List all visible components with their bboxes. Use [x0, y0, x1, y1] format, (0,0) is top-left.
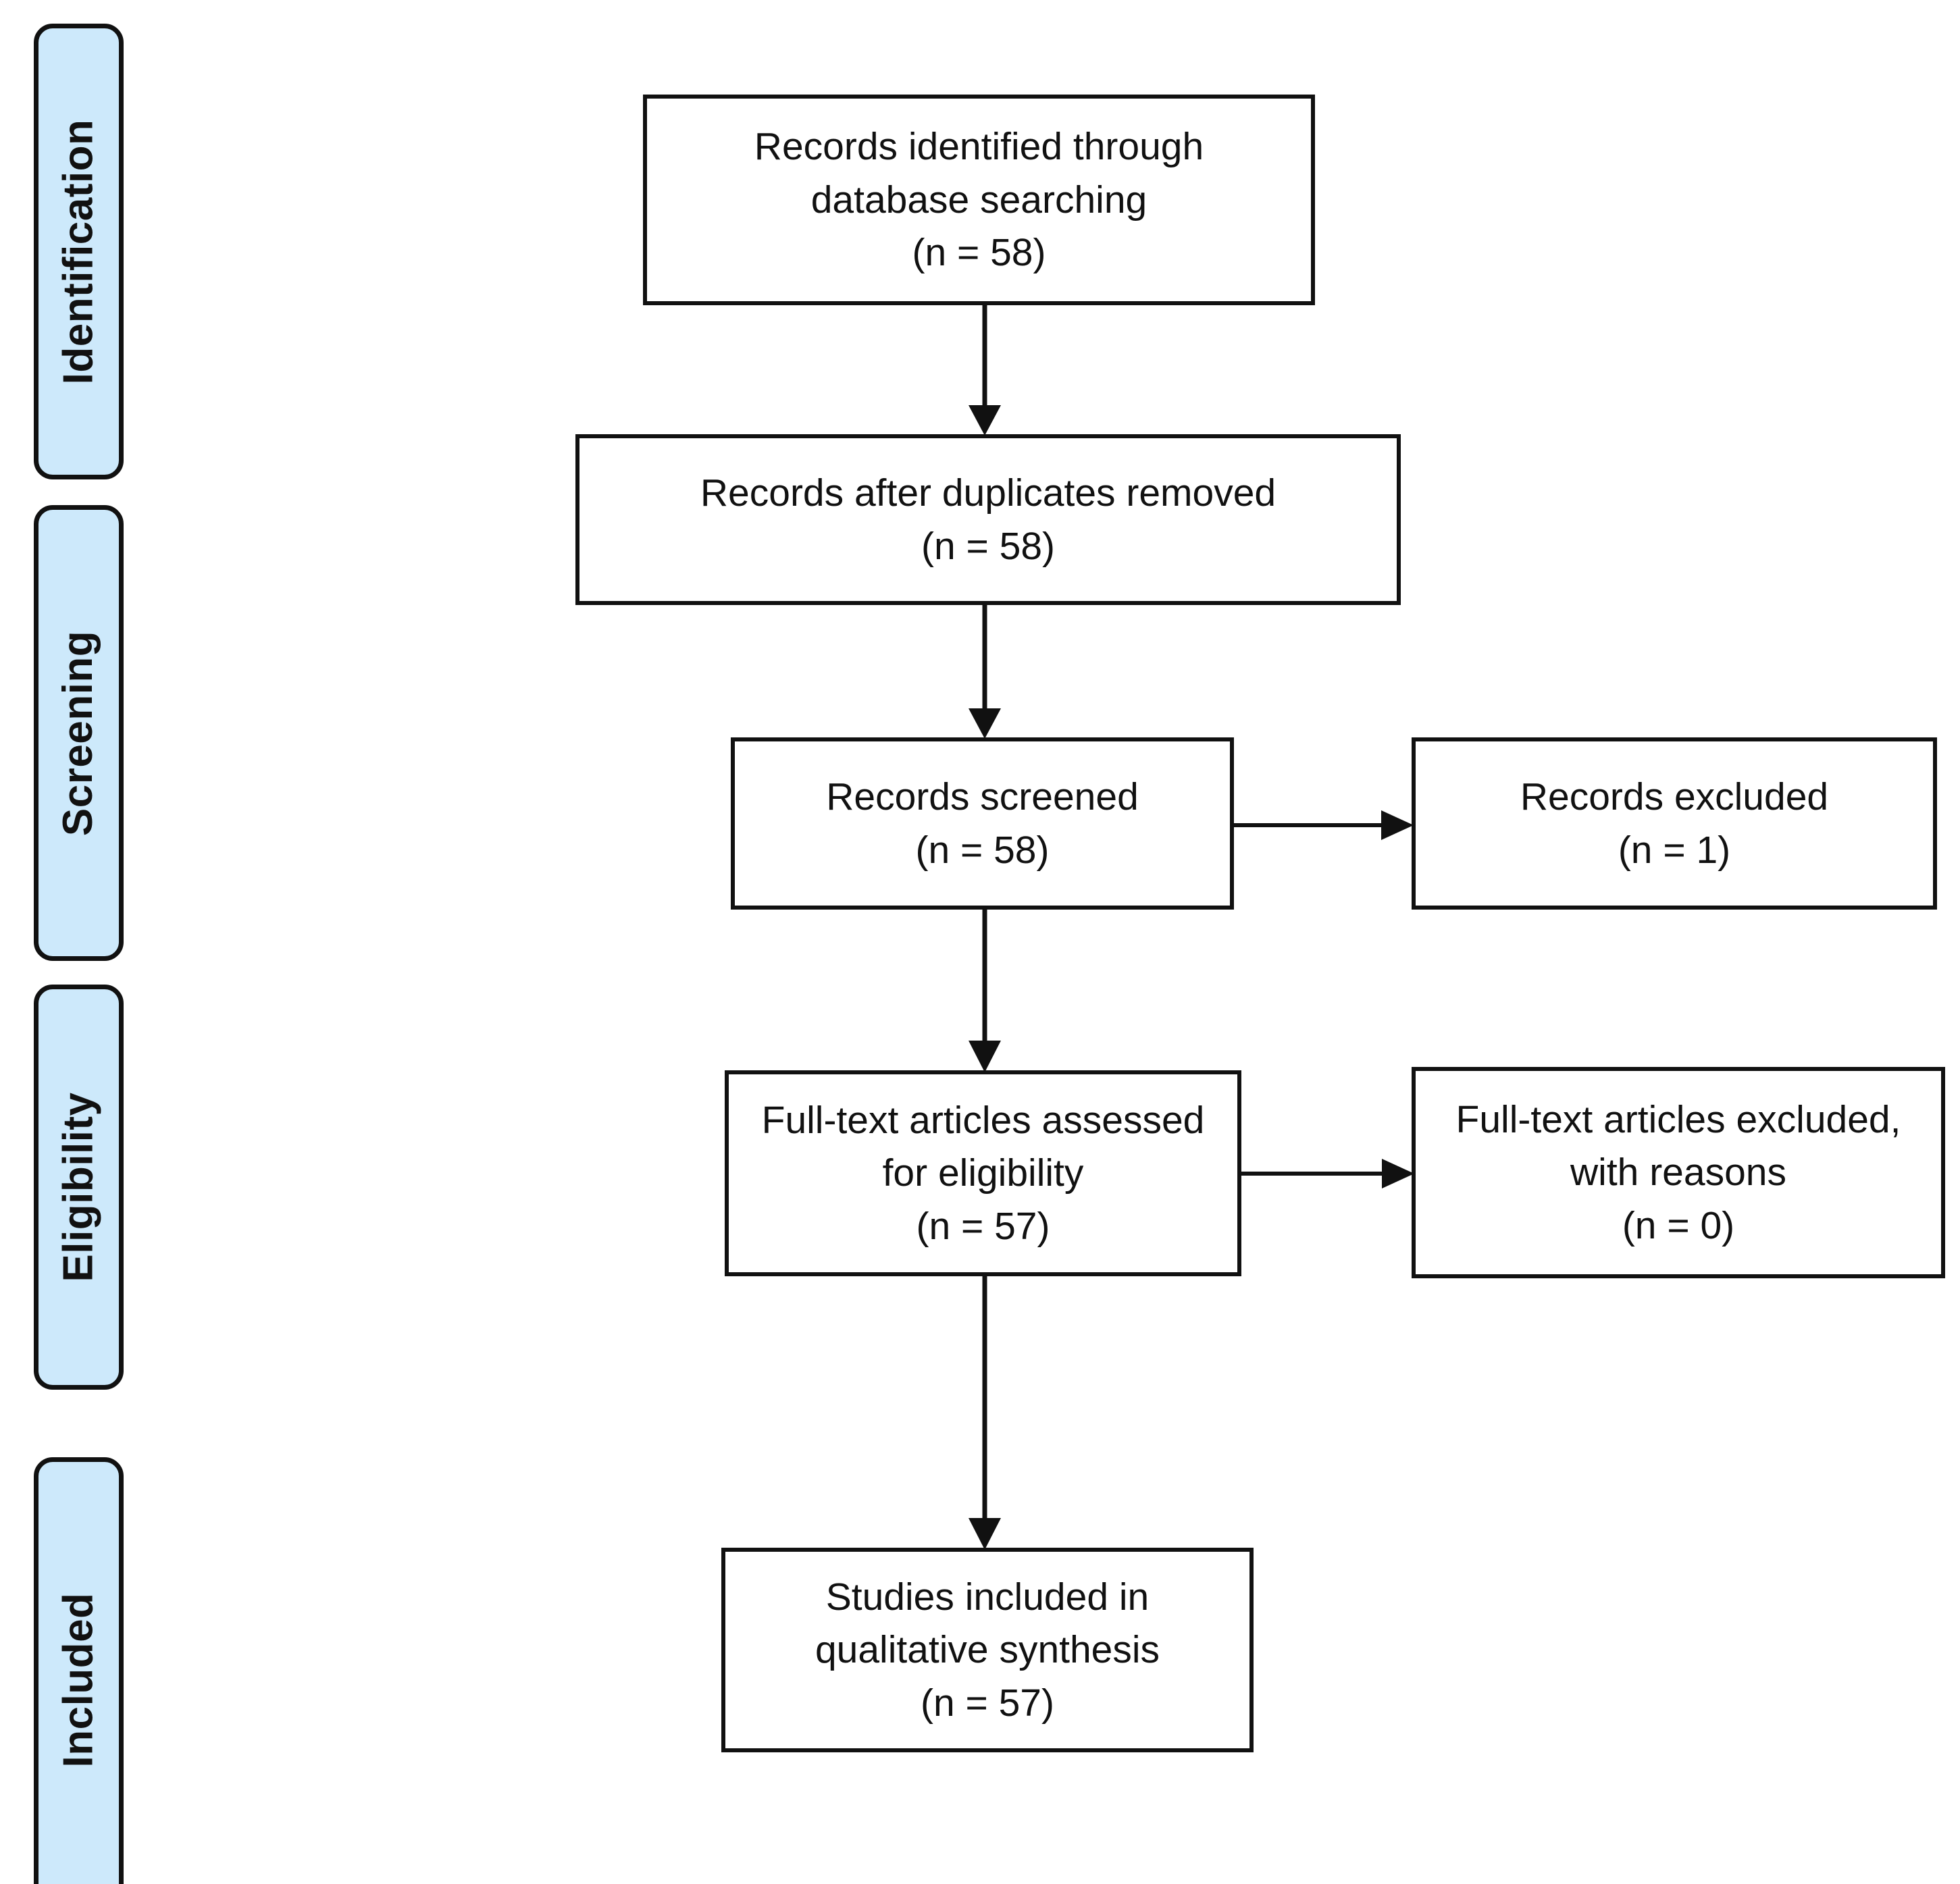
- node-records-screened-label: Records screened (n = 58): [826, 775, 1139, 872]
- node-records-identified: Records identified through database sear…: [643, 95, 1315, 305]
- stage-included-label: Included: [55, 1592, 102, 1768]
- stage-eligibility-label: Eligibility: [55, 1092, 102, 1282]
- stage-screening-label: Screening: [55, 630, 102, 836]
- arrow-identified-to-duplicates: [964, 304, 1005, 436]
- node-records-excluded: Records excluded (n = 1): [1412, 737, 1937, 910]
- node-studies-included: Studies included in qualitative synthesi…: [721, 1548, 1254, 1752]
- arrow-screened-to-excluded: [1231, 805, 1415, 845]
- node-fulltext-excluded: Full-text articles excluded, with reason…: [1412, 1067, 1945, 1278]
- node-studies-included-label: Studies included in qualitative synthesi…: [815, 1575, 1160, 1725]
- stage-screening: Screening: [34, 505, 124, 961]
- arrow-fulltext-to-fulltext-excluded: [1239, 1153, 1416, 1194]
- node-records-after-duplicates-label: Records after duplicates removed (n = 58…: [700, 471, 1276, 568]
- node-records-excluded-label: Records excluded (n = 1): [1520, 775, 1829, 872]
- arrow-duplicates-to-screened: [964, 604, 1005, 739]
- node-fulltext-assessed-label: Full-text articles assessed for eligibil…: [761, 1098, 1205, 1248]
- stage-included: Included: [34, 1457, 124, 1884]
- arrow-fulltext-to-studies-included: [964, 1275, 1005, 1550]
- node-fulltext-excluded-label: Full-text articles excluded, with reason…: [1455, 1097, 1901, 1247]
- stage-identification-label: Identification: [55, 119, 102, 384]
- stage-identification: Identification: [34, 24, 124, 479]
- node-records-after-duplicates: Records after duplicates removed (n = 58…: [575, 434, 1401, 605]
- arrow-screened-to-fulltext: [964, 908, 1005, 1072]
- node-records-identified-label: Records identified through database sear…: [754, 125, 1204, 275]
- stage-eligibility: Eligibility: [34, 985, 124, 1390]
- node-records-screened: Records screened (n = 58): [731, 737, 1234, 910]
- node-fulltext-assessed: Full-text articles assessed for eligibil…: [725, 1070, 1241, 1276]
